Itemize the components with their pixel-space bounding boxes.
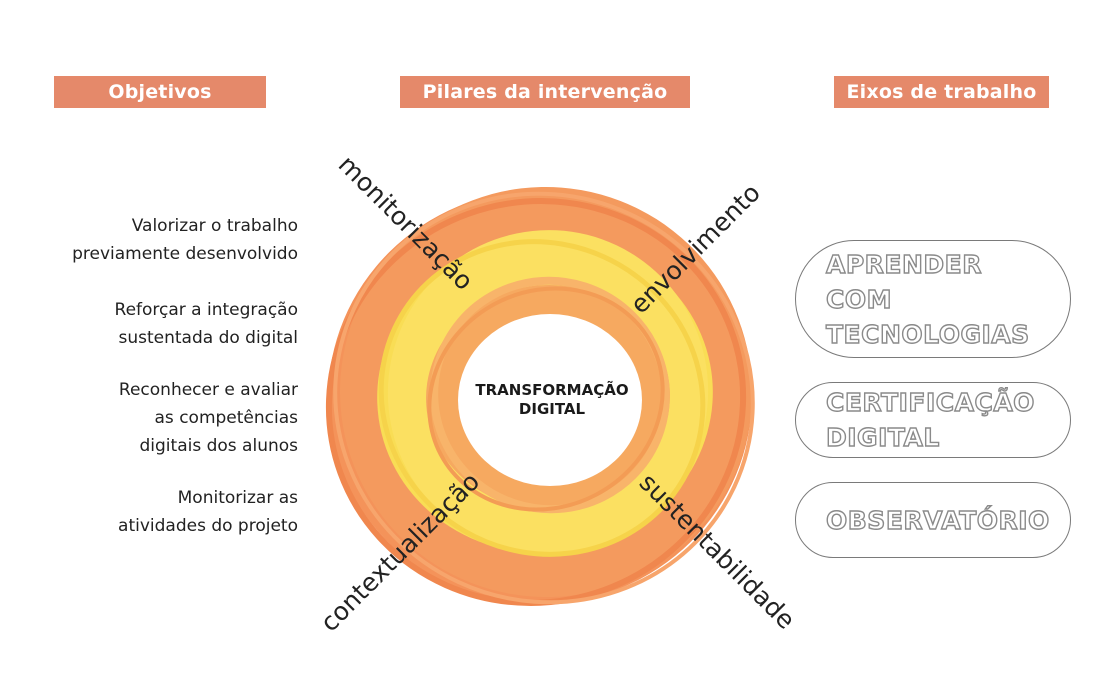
objective-line: atividades do projeto [118, 516, 298, 536]
objective-line: Reconhecer e avaliar [118, 380, 298, 400]
axis-pill-text: OBSERVATÓRIO [796, 503, 1050, 538]
axis-line: APRENDER [825, 249, 983, 279]
axes-header: Eixos de trabalho [834, 76, 1049, 108]
objectives-header-label: Objetivos [108, 81, 212, 103]
axis-line: CERTIFICAÇÃO [825, 387, 1035, 417]
objective-item: Valorizar o trabalho previamente desenvo… [20, 212, 298, 268]
axis-pill-text: CERTIFICAÇÃO DIGITAL [796, 385, 1035, 455]
objective-line: previamente desenvolvido [72, 244, 298, 264]
objective-line: as competências [154, 408, 298, 428]
objective-line: sustentada do digital [118, 328, 298, 348]
axis-pill-text: APRENDER COM TECNOLOGIAS [796, 247, 1030, 352]
objective-line: digitais dos alunos [139, 436, 299, 456]
axis-line: DIGITAL [825, 422, 940, 452]
axis-pill-learning: APRENDER COM TECNOLOGIAS [795, 240, 1071, 358]
pillars-header-label: Pilares da intervenção [422, 81, 668, 103]
objectives-header: Objetivos [54, 76, 266, 108]
pillars-header: Pilares da intervenção [400, 76, 690, 108]
center-line-2: DIGITAL [519, 400, 586, 418]
objective-line: Monitorizar as [177, 488, 298, 508]
objective-item: Reforçar a integração sustentada do digi… [20, 296, 298, 352]
axes-header-label: Eixos de trabalho [846, 81, 1037, 103]
objective-item: Monitorizar as atividades do projeto [20, 484, 298, 540]
axis-line: TECNOLOGIAS [825, 319, 1030, 349]
center-line-1: TRANSFORMAÇÃO [475, 380, 628, 399]
center-circle [458, 314, 642, 486]
objective-line: Reforçar a integração [114, 300, 298, 320]
objective-item: Reconhecer e avaliar as competências dig… [20, 376, 298, 460]
objective-line: Valorizar o trabalho [131, 216, 298, 236]
axis-line: COM [825, 284, 892, 314]
axis-pill-observatory: OBSERVATÓRIO [795, 482, 1071, 558]
axis-pill-certification: CERTIFICAÇÃO DIGITAL [795, 382, 1071, 458]
axis-line: OBSERVATÓRIO [825, 505, 1050, 535]
